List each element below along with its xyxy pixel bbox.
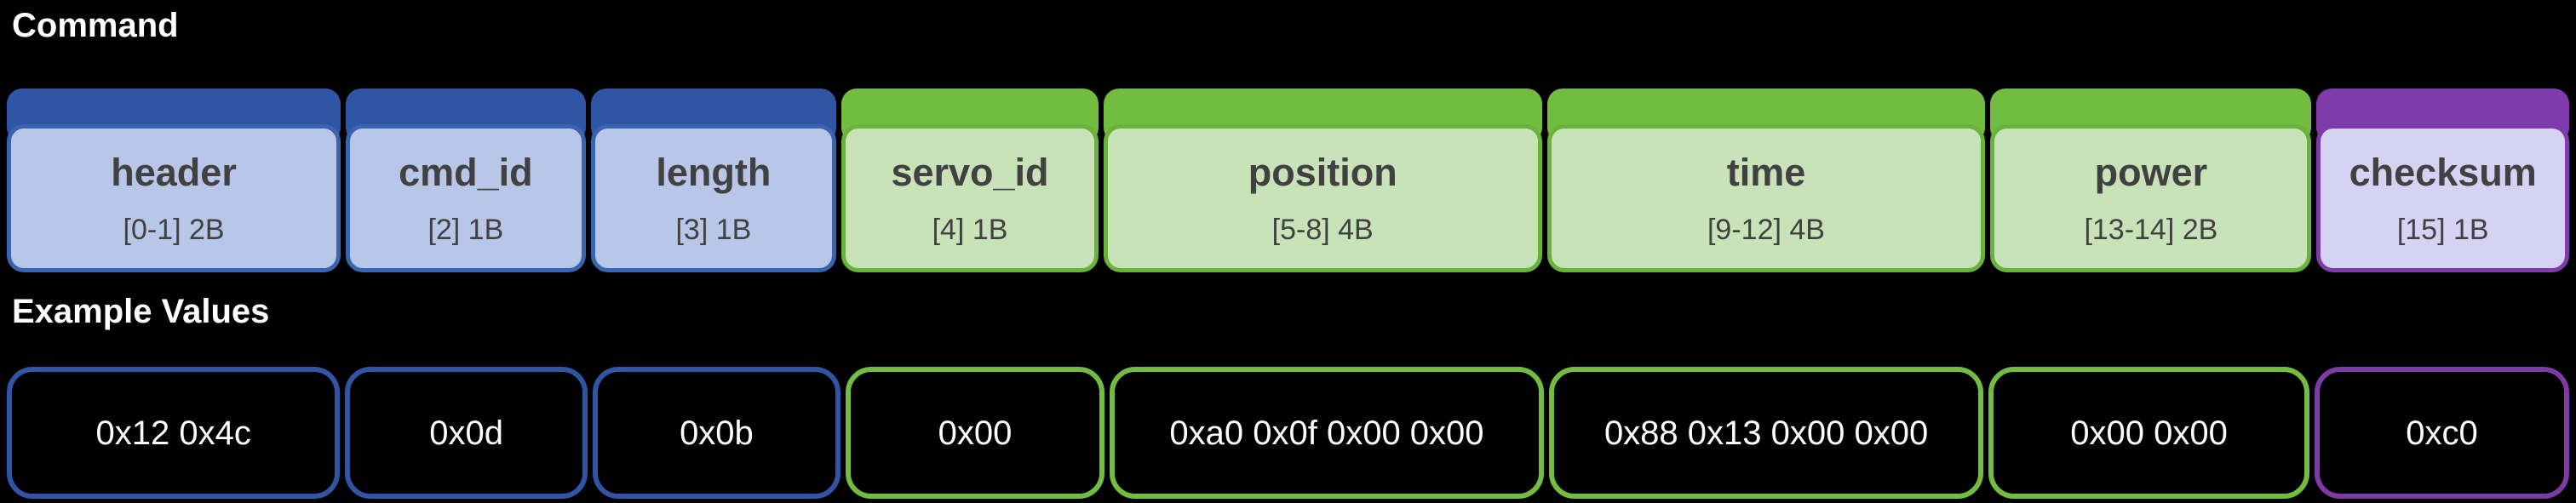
- field-label: length: [656, 150, 772, 194]
- example-value-text: 0x0d: [429, 414, 503, 452]
- field-byte-range: [2] 1B: [427, 213, 504, 246]
- field-byte-range: [9-12] 4B: [1707, 213, 1825, 246]
- packet-field-header: header [0-1] 2B: [7, 89, 341, 272]
- field-body: length [3] 1B: [590, 124, 837, 272]
- example-value-text: 0x88 0x13 0x00 0x00: [1604, 414, 1929, 452]
- example-value-box-header: 0x12 0x4c: [7, 367, 341, 499]
- field-body: servo_id [4] 1B: [841, 124, 1099, 272]
- field-byte-range: [15] 1B: [2396, 213, 2489, 246]
- field-body: checksum [15] 1B: [2316, 124, 2569, 272]
- field-body: position [5-8] 4B: [1103, 124, 1542, 272]
- example-value-box-time: 0x88 0x13 0x00 0x00: [1549, 367, 1984, 499]
- example-value-box-length: 0x0b: [592, 367, 841, 499]
- field-body: cmd_id [2] 1B: [346, 124, 586, 272]
- example-value-box-power: 0x00 0x00: [1988, 367, 2309, 499]
- packet-field-position: position [5-8] 4B: [1103, 89, 1542, 272]
- example-value-text: 0x00 0x00: [2070, 414, 2228, 452]
- packet-field-cmd_id: cmd_id [2] 1B: [346, 89, 586, 272]
- example-value-text: 0x0b: [680, 414, 754, 452]
- packet-field-length: length [3] 1B: [590, 89, 837, 272]
- field-body: power [13-14] 2B: [1990, 124, 2312, 272]
- field-label: time: [1726, 150, 1806, 194]
- packet-field-power: power [13-14] 2B: [1990, 89, 2312, 272]
- packet-field-servo_id: servo_id [4] 1B: [841, 89, 1099, 272]
- field-byte-range: [3] 1B: [675, 213, 752, 246]
- field-byte-range: [4] 1B: [932, 213, 1008, 246]
- field-byte-range: [0-1] 2B: [123, 213, 225, 246]
- example-value-text: 0x12 0x4c: [95, 414, 251, 452]
- example-values-section-title: Example Values: [12, 293, 270, 330]
- command-row: header [0-1] 2B cmd_id [2] 1B length [3]…: [7, 89, 2569, 272]
- field-label: servo_id: [891, 150, 1049, 194]
- field-byte-range: [5-8] 4B: [1271, 213, 1374, 246]
- example-value-box-servo_id: 0x00: [846, 367, 1104, 499]
- example-value-box-checksum: 0xc0: [2314, 367, 2569, 499]
- example-value-box-position: 0xa0 0x0f 0x00 0x00: [1109, 367, 1545, 499]
- field-label: cmd_id: [399, 150, 533, 194]
- packet-field-checksum: checksum [15] 1B: [2316, 89, 2569, 272]
- command-section-title: Command: [12, 7, 179, 44]
- example-value-box-cmd_id: 0x0d: [345, 367, 588, 499]
- field-byte-range: [13-14] 2B: [2084, 213, 2218, 246]
- field-body: header [0-1] 2B: [7, 124, 341, 272]
- field-label: position: [1248, 150, 1397, 194]
- field-body: time [9-12] 4B: [1546, 124, 1986, 272]
- values-row: 0x12 0x4c 0x0d 0x0b 0x00 0xa0 0x0f 0x00 …: [7, 367, 2569, 499]
- example-value-text: 0x00: [938, 414, 1013, 452]
- packet-field-time: time [9-12] 4B: [1546, 89, 1986, 272]
- example-value-text: 0xa0 0x0f 0x00 0x00: [1169, 414, 1484, 452]
- field-label: checksum: [2349, 150, 2537, 194]
- field-label: header: [111, 150, 237, 194]
- field-label: power: [2094, 150, 2208, 194]
- example-value-text: 0xc0: [2406, 414, 2478, 452]
